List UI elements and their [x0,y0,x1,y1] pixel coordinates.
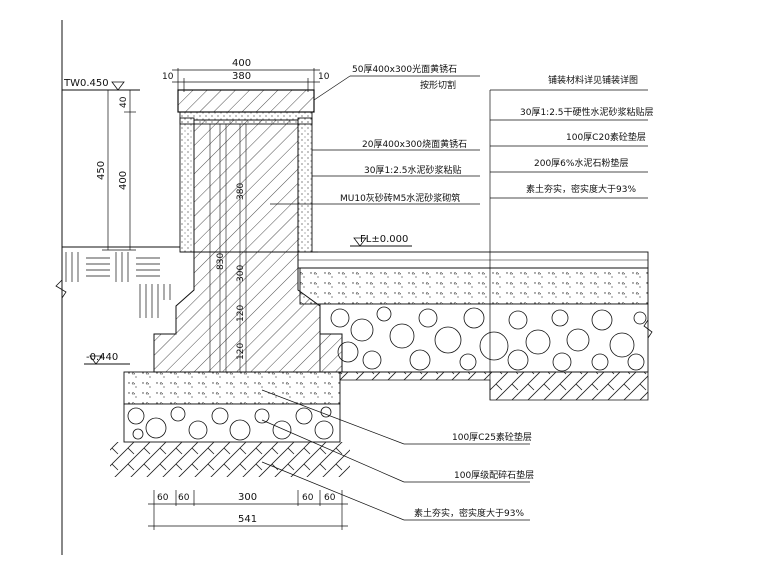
elevation-floor: FL±0.000 [360,234,408,245]
foundation-label-3: 素土夯实，密实度大于93% [414,507,524,519]
dim-base-300: 300 [238,492,257,503]
dim-120b: 120 [236,343,246,360]
paving-leaders [489,89,648,400]
dim-cap-width: 400 [232,58,251,69]
dim-gap-right: 10 [318,72,330,82]
paving-compacted-earth [339,371,649,401]
dim-120a: 120 [236,305,246,322]
gravel-pebbles [330,306,647,372]
paving-layer-2: 100厚C20素砼垫层 [566,131,646,143]
wall-leaders [270,75,480,205]
dim-830: 830 [216,253,226,270]
facing-stone-right [297,117,313,253]
paving-title: 铺装材料详见铺装详图 [548,74,638,86]
dim-gap-left: 10 [162,72,174,82]
inner-dimension-lines [225,124,247,372]
dim-450: 450 [96,161,107,180]
dim-base-total: 541 [238,514,257,525]
label-cap: 50厚400x300光面黄锈石 [352,63,457,75]
facing-stone-left [179,117,195,253]
masonry-wall [153,119,343,373]
left-ground [55,246,180,318]
top-dimension-lines [172,68,320,92]
label-facing: 20厚400x300烧面黄锈石 [362,138,467,150]
dim-400: 400 [118,171,129,190]
elevation-top: TW0.450 [63,78,109,89]
paving-layer-3: 200厚6%水泥石粉垫层 [534,157,628,169]
dim-base-60a: 60 [157,493,169,503]
left-dimension-lines [102,89,136,251]
dim-cap-inner: 380 [232,71,251,82]
dim-base-60b: 60 [178,493,190,503]
dim-40: 40 [119,96,129,108]
foundation-label-1: 100厚C25素砼垫层 [452,431,532,443]
c25-concrete-pad [123,371,341,405]
dim-base-60c: 60 [302,493,314,503]
dim-base-60d: 60 [324,493,336,503]
coping-cap [177,89,315,113]
foundation-pebbles [127,406,334,441]
paving-layer-4: 素土夯实，密实度大于93% [526,183,636,195]
label-cap-cut: 按形切割 [420,79,456,91]
dim-380: 380 [236,183,246,200]
c20-concrete-layer [299,267,649,305]
bottom-dimension-lines [148,490,348,530]
label-masonry: MU10灰砂砖M5水泥砂浆砌筑 [340,192,460,204]
foundation-compacted-earth [110,442,350,478]
foundation-leaders [261,389,530,521]
elevation-bottom-marker [84,355,130,365]
dim-300: 300 [236,265,246,282]
label-mortar: 30厚1:2.5水泥砂浆粘贴 [364,164,462,176]
elevation-floor-marker [350,237,412,247]
paving-layer-1: 30厚1:2.5干硬性水泥砂浆粘贴层 [520,106,654,118]
elevation-bottom: -0.440 [86,352,118,363]
facing-stone-top [179,111,313,125]
foundation-label-2: 100厚级配碎石垫层 [454,469,534,481]
